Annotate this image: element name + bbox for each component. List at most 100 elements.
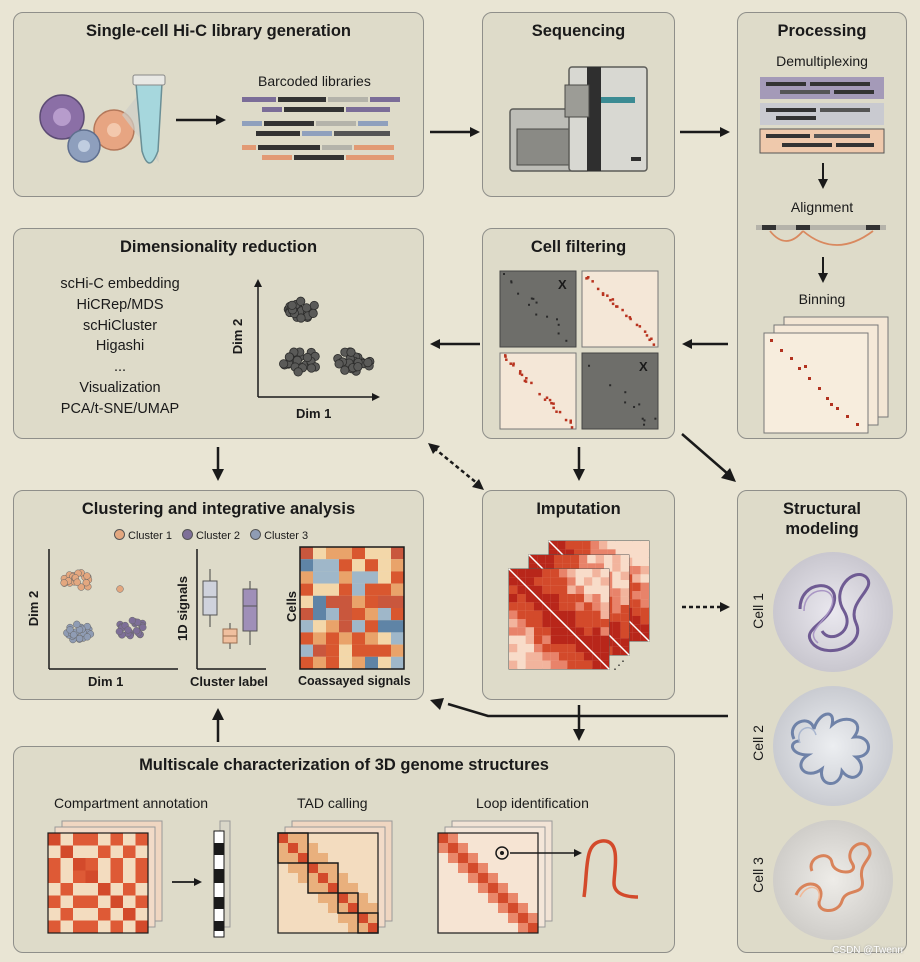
loop-cell bbox=[438, 863, 448, 873]
imputed-cell bbox=[583, 610, 593, 620]
compartment-cell bbox=[110, 920, 123, 933]
imputed-cell bbox=[582, 549, 591, 558]
contact-dot bbox=[505, 358, 508, 361]
compartment-cell bbox=[85, 895, 98, 908]
compartment-cell bbox=[60, 870, 73, 883]
tad-cell bbox=[278, 893, 288, 903]
compartment-cell bbox=[73, 883, 86, 896]
watermark: CSDN @Twenrr bbox=[832, 945, 904, 956]
loop-cell bbox=[518, 883, 528, 893]
heatmap-cell bbox=[365, 571, 378, 584]
imputed-cell bbox=[542, 593, 551, 603]
arrow-icon bbox=[430, 698, 728, 718]
heatmap-cell bbox=[339, 632, 352, 645]
imputed-cell bbox=[583, 618, 593, 628]
imputed-cell bbox=[517, 643, 526, 653]
loop-cell bbox=[458, 843, 468, 853]
loop-cell bbox=[488, 883, 498, 893]
heatmap-cell bbox=[378, 632, 391, 645]
imputed-cell bbox=[600, 618, 610, 628]
heatmap-cell bbox=[339, 620, 352, 633]
imputed-cell bbox=[575, 627, 585, 636]
imputed-cell bbox=[542, 652, 551, 661]
contact-dot bbox=[638, 325, 642, 328]
demultiplexing-label: Demultiplexing bbox=[776, 53, 868, 69]
loop-cell bbox=[528, 883, 538, 893]
tad-cell bbox=[348, 863, 358, 873]
tad-cell bbox=[338, 863, 348, 873]
contact-dot bbox=[557, 332, 560, 335]
imputed-cell bbox=[600, 585, 610, 595]
imputed-cell bbox=[542, 585, 551, 595]
compartment-cell bbox=[123, 908, 136, 921]
tad-cell bbox=[368, 923, 378, 933]
legend-item: Cluster 1 bbox=[114, 529, 172, 542]
tad-cell bbox=[338, 893, 348, 903]
compartment-cell bbox=[85, 883, 98, 896]
contact-dot bbox=[552, 402, 555, 405]
x-axis-label: Coassayed signals bbox=[298, 674, 411, 688]
imputed-cell bbox=[582, 541, 591, 550]
y-axis-label: 1D signals bbox=[175, 575, 191, 642]
loop-cell bbox=[478, 863, 488, 873]
imputed-cell bbox=[567, 593, 576, 603]
scatter-point bbox=[124, 626, 132, 634]
contact-dot bbox=[591, 280, 594, 283]
y-axis-label: Dim 2 bbox=[230, 318, 246, 355]
compartment-cell bbox=[110, 845, 123, 858]
compartment-cell bbox=[123, 870, 136, 883]
tad-cell bbox=[348, 833, 358, 843]
imputed-cell bbox=[517, 627, 526, 636]
imputed-cell bbox=[620, 563, 630, 572]
heatmap-cell bbox=[352, 595, 365, 608]
tad-cell bbox=[288, 903, 298, 913]
compartment-cell bbox=[48, 908, 61, 921]
contact-dot bbox=[609, 384, 612, 387]
imputed-cell bbox=[575, 602, 585, 611]
imputed-maps: ⋰ bbox=[508, 540, 650, 672]
contact-dot bbox=[525, 376, 528, 380]
loop-cell bbox=[528, 833, 538, 843]
imputed-cell bbox=[612, 555, 621, 564]
compartment-cell bbox=[110, 883, 123, 896]
heatmap-cell bbox=[300, 608, 313, 621]
loop-cell bbox=[468, 883, 478, 893]
contact-dot bbox=[552, 406, 555, 410]
imputed-cell bbox=[558, 635, 568, 645]
tad-cell bbox=[278, 843, 288, 853]
legend-item: Cluster 2 bbox=[182, 529, 240, 542]
imputed-cell bbox=[553, 555, 563, 564]
imputed-cell bbox=[592, 569, 601, 578]
heatmap-cell bbox=[391, 608, 404, 621]
imputed-cell bbox=[632, 632, 641, 642]
loop-cell bbox=[468, 833, 478, 843]
panel-structural-modeling: Structural modeling Cell 1 Cell 2 Cell 3 bbox=[737, 490, 907, 953]
loop-cell bbox=[518, 903, 528, 913]
imputed-cell bbox=[632, 549, 641, 558]
imputed-cell bbox=[592, 627, 601, 636]
tad-cell bbox=[358, 923, 368, 933]
loop-cell bbox=[438, 923, 448, 933]
imputed-cell bbox=[640, 599, 650, 608]
imputed-cell bbox=[592, 618, 601, 628]
boxplot bbox=[196, 549, 266, 670]
compartment-cell bbox=[135, 883, 148, 896]
contact-dot bbox=[512, 362, 515, 365]
tad-cell bbox=[278, 863, 288, 873]
heatmap-cell bbox=[313, 547, 326, 560]
imputed-cell bbox=[525, 635, 535, 645]
heatmap-cell bbox=[391, 644, 404, 657]
loop-cell bbox=[448, 863, 458, 873]
heatmap-cell bbox=[365, 547, 378, 560]
contact-dot bbox=[535, 313, 538, 316]
panel-title: Cell filtering bbox=[530, 238, 627, 256]
heatmap-cell bbox=[300, 559, 313, 572]
imputed-cell bbox=[567, 660, 576, 670]
compartment-cell bbox=[98, 870, 111, 883]
imputed-cell bbox=[542, 618, 551, 628]
arrow-up-icon bbox=[212, 708, 224, 742]
imputed-cell bbox=[632, 582, 641, 592]
loop-cell bbox=[528, 873, 538, 883]
heatmap-cell bbox=[326, 559, 339, 572]
imputed-cell bbox=[620, 613, 630, 622]
